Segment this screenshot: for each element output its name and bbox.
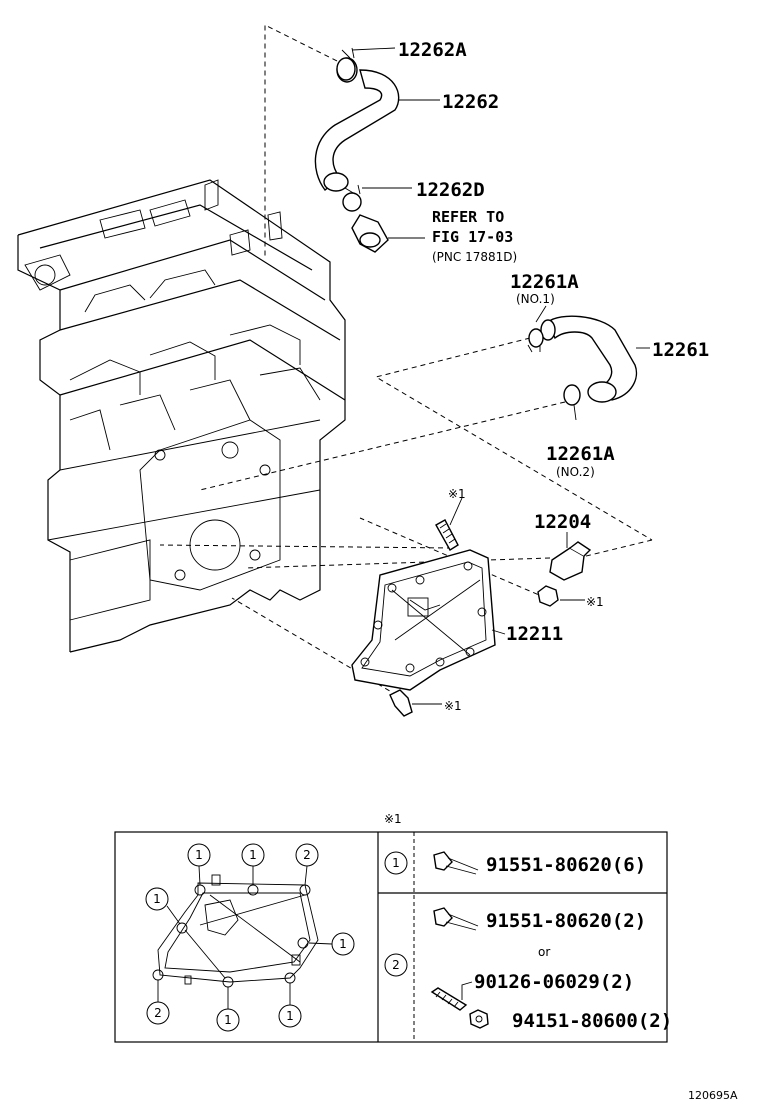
bolt — [389, 689, 442, 717]
table-row-1: 1 91551-80620(6) — [384, 851, 646, 876]
nut — [537, 585, 585, 607]
row1-key: 1 — [392, 856, 400, 870]
hose-12262 — [314, 57, 400, 192]
label-12261A-no2: 12261A — [546, 443, 615, 465]
pcv-valve — [351, 214, 425, 253]
cover-12211 — [351, 549, 506, 691]
marker-1-d: 1 — [339, 937, 347, 951]
label-refer-line2: FIG 17-03 — [432, 228, 513, 246]
marker-1-e: 1 — [224, 1013, 232, 1027]
row2-part-a: 91551-80620(2) — [486, 910, 646, 932]
bolt-table: ※1 1 1 — [114, 812, 672, 1043]
label-12261A-no1: 12261A — [510, 271, 579, 293]
label-leaders — [351, 47, 650, 349]
label-12262: 12262 — [442, 91, 499, 113]
oil-pressure-switch-12204 — [549, 532, 592, 581]
engine-block-illustration — [17, 179, 346, 653]
label-12211: 12211 — [506, 623, 563, 645]
label-note1-stud: ※1 — [448, 487, 466, 501]
bolt-markers: 1 1 2 1 1 2 1 1 — [145, 843, 355, 1032]
marker-1-c: 1 — [153, 892, 161, 906]
row2-key: 2 — [392, 958, 400, 972]
label-12262D: 12262D — [416, 179, 485, 201]
hose-12261 — [540, 315, 638, 403]
row2-part-c: 94151-80600(2) — [512, 1010, 672, 1032]
row2-part-b: 90126-06029(2) — [474, 971, 634, 993]
label-12262A: 12262A — [398, 39, 467, 61]
stud-bolt — [435, 497, 463, 551]
label-no1: (NO.1) — [516, 292, 555, 306]
table-row-2: 2 91551-80620(2) or 90126-06029(2) 94151… — [384, 907, 672, 1032]
marker-2-b: 2 — [154, 1006, 162, 1020]
label-no2: (NO.2) — [556, 465, 595, 479]
clamp-12262D — [342, 184, 362, 212]
clamp-12261A-no2 — [563, 384, 581, 421]
marker-2-a: 2 — [303, 848, 311, 862]
clamp-12262A — [336, 47, 356, 81]
cover-gasket-diagram — [152, 865, 333, 1010]
label-12261: 12261 — [652, 339, 709, 361]
figure-id: 120695A — [688, 1089, 738, 1102]
row1-part: 91551-80620(6) — [486, 854, 646, 876]
stud-bolt-icon — [430, 981, 473, 1011]
marker-1-f: 1 — [286, 1009, 294, 1023]
nut-icon — [469, 1009, 489, 1029]
label-12204: 12204 — [534, 511, 591, 533]
flange-bolt-icon — [433, 851, 479, 875]
row2-or: or — [538, 945, 550, 959]
label-refer-line1: REFER TO — [432, 208, 504, 226]
flange-bolt-icon — [433, 907, 479, 931]
clamp-12261A-no1 — [527, 328, 544, 353]
label-refer-line3: (PNC 17881D) — [432, 250, 517, 264]
marker-1-a: 1 — [195, 848, 203, 862]
table-header-note: ※1 — [384, 812, 402, 826]
marker-1-b: 1 — [249, 848, 257, 862]
label-note1-nut: ※1 — [586, 595, 604, 609]
label-note1-bolt: ※1 — [444, 699, 462, 713]
